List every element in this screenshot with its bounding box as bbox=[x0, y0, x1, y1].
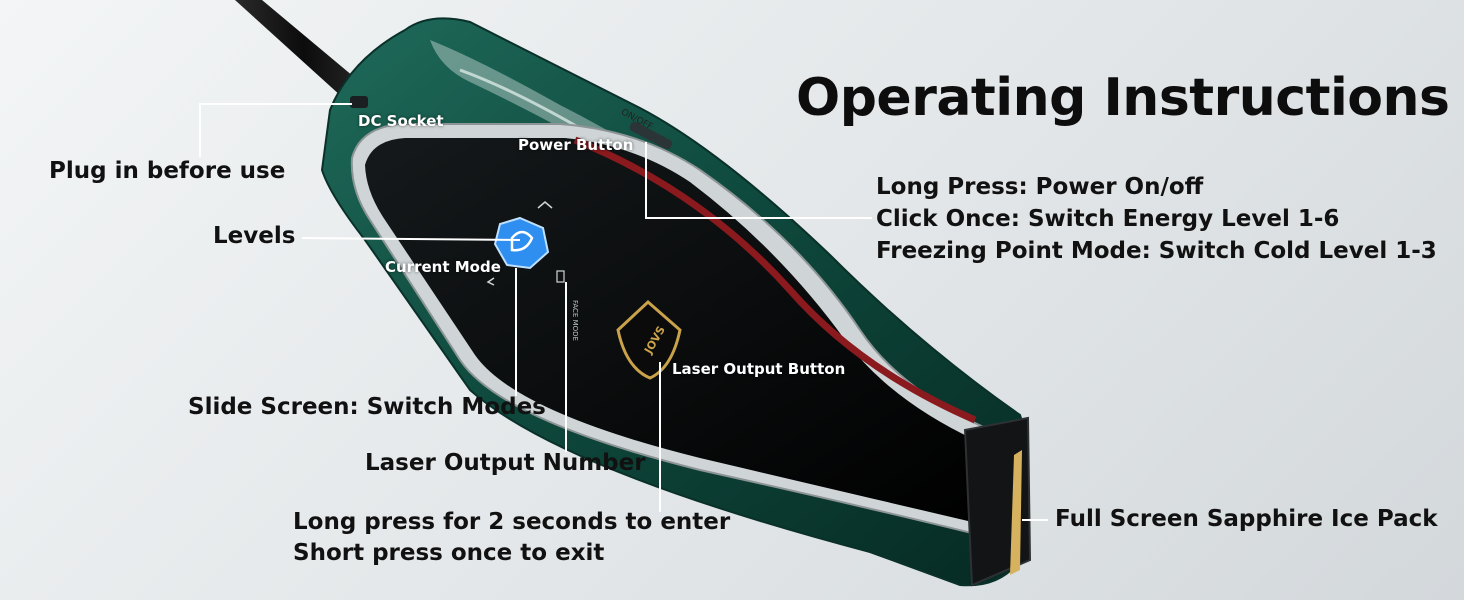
power-button-label: Power Button bbox=[518, 136, 634, 154]
dc-socket-shape bbox=[350, 96, 368, 108]
page-title: Operating Instructions bbox=[796, 68, 1450, 128]
power-desc-line-3: Freezing Point Mode: Switch Cold Level 1… bbox=[876, 238, 1437, 264]
mode-icon-glyph bbox=[510, 230, 534, 252]
screen-bracket-left bbox=[486, 277, 495, 286]
long-press-line-1: Long press for 2 seconds to enter bbox=[293, 509, 731, 535]
mode-icon bbox=[493, 216, 550, 270]
laser-output-number-label: Laser Output Number bbox=[365, 450, 646, 476]
face-mode-text: FACE MODE bbox=[571, 300, 579, 341]
power-cable bbox=[235, 0, 372, 106]
screen-bracket-top bbox=[537, 201, 553, 209]
plug-in-label: Plug in before use bbox=[49, 158, 286, 184]
dc-socket-label: DC Socket bbox=[358, 112, 444, 130]
sapphire-label: Full Screen Sapphire Ice Pack bbox=[1055, 506, 1438, 532]
long-press-line-2: Short press once to exit bbox=[293, 540, 605, 566]
laser-output-button-label: Laser Output Button bbox=[672, 360, 846, 378]
laser-number-indicator bbox=[556, 270, 565, 283]
sapphire-strip bbox=[1010, 450, 1022, 575]
slide-screen-label: Slide Screen: Switch Modes bbox=[188, 394, 546, 420]
power-desc-line-2: Click Once: Switch Energy Level 1-6 bbox=[876, 206, 1340, 232]
levels-label: Levels bbox=[213, 223, 296, 249]
laser-button-shield bbox=[616, 299, 682, 380]
power-desc-line-1: Long Press: Power On/off bbox=[876, 174, 1204, 200]
current-mode-label: Current Mode bbox=[385, 258, 501, 276]
